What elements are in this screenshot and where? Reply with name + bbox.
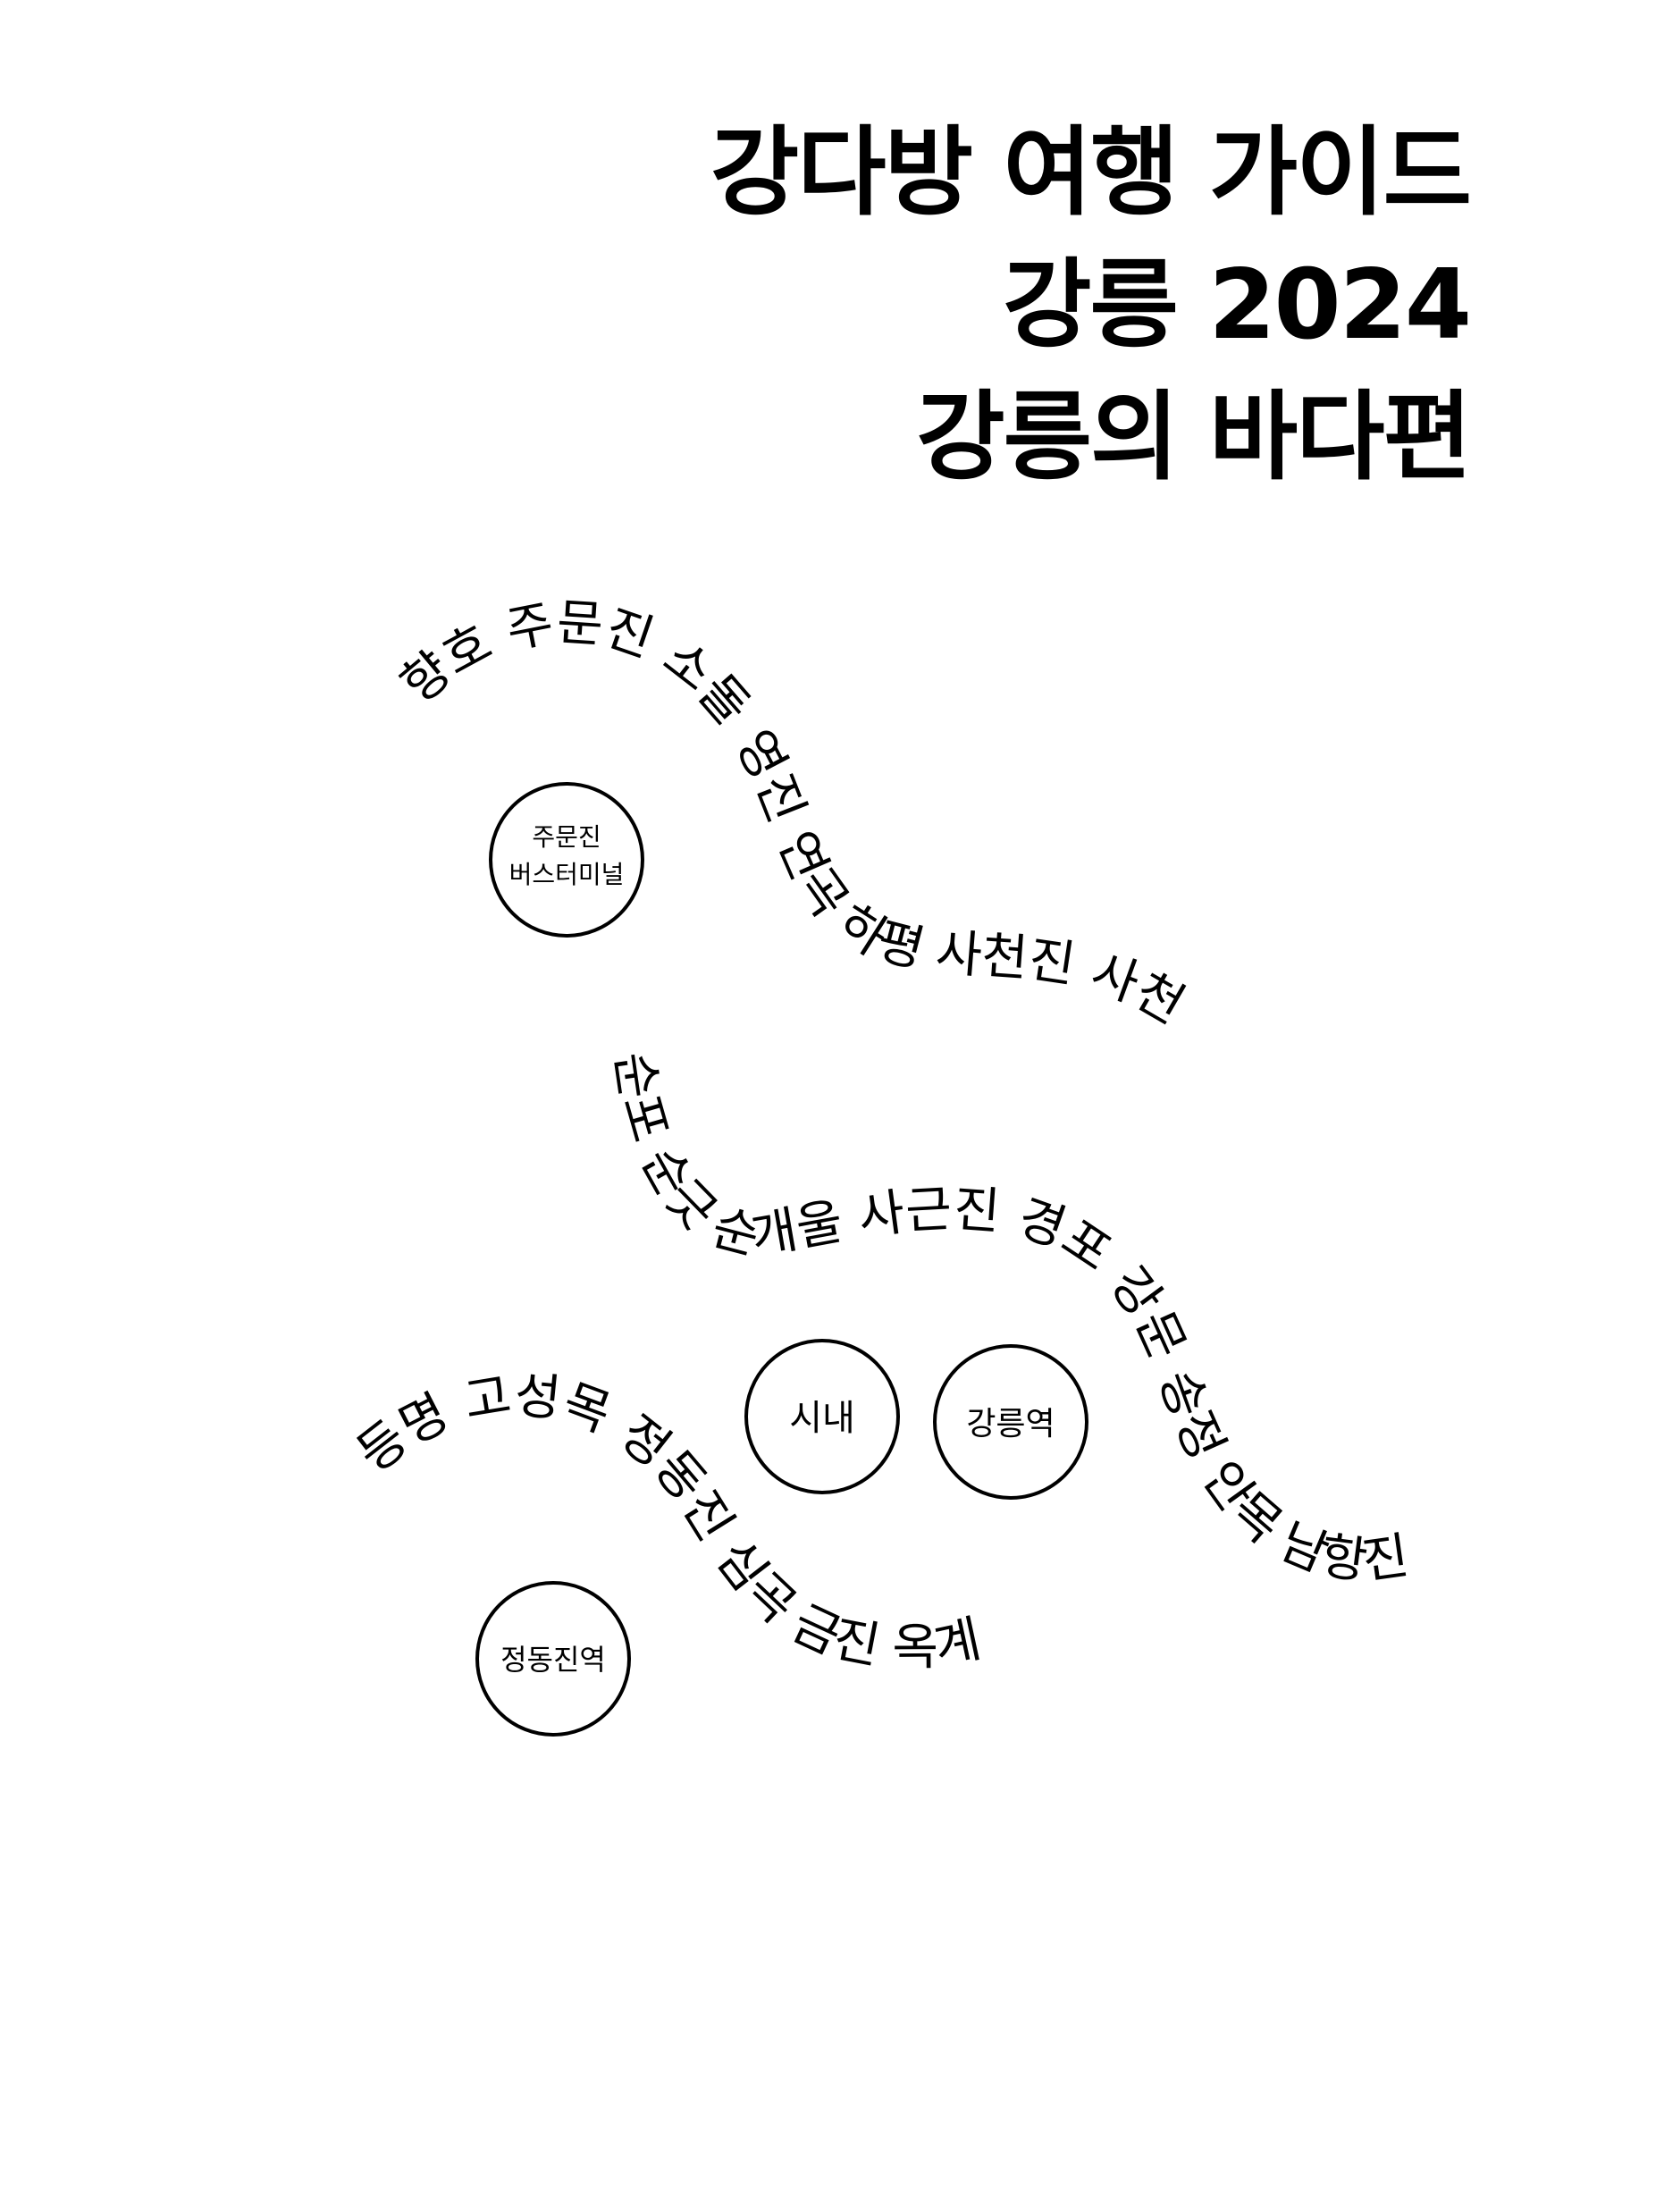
station-label: 시내 <box>789 1398 855 1439</box>
south-coast-route: 등명 고성목 정동진 심곡 금진 옥계 <box>347 1367 986 1677</box>
station-circle <box>933 1344 1088 1500</box>
title-line-2: 강릉 2024 <box>1003 249 1472 361</box>
north-coast-route: 향호 주문진 소돌 영진 연곡 하평 사천진 사천 <box>391 593 1194 1036</box>
station-label-line-1: 주문진 <box>532 822 601 852</box>
station-circle <box>744 1339 900 1494</box>
station-downtown: 시내 <box>744 1339 900 1494</box>
title-line-3: 강릉의 바다편 <box>916 382 1472 493</box>
north-coast-route-text: 향호 주문진 소돌 영진 연곡 하평 사천진 사천 <box>391 593 1194 1036</box>
station-jumunjin-bus-terminal: 주문진 버스터미널 <box>489 782 644 938</box>
station-gangneung: 강릉역 <box>933 1344 1088 1500</box>
station-label: 정동진역 <box>500 1643 606 1677</box>
station-circle <box>489 782 644 938</box>
title-block: 강다방 여행 가이드 강릉 2024 강릉의 바다편 <box>710 107 1472 504</box>
south-coast-route-text: 등명 고성목 정동진 심곡 금진 옥계 <box>347 1367 986 1677</box>
station-circle <box>475 1581 631 1737</box>
station-label: 강릉역 <box>966 1406 1055 1442</box>
title-line-1: 강다방 여행 가이드 <box>710 117 1472 229</box>
station-jeongdongjin: 정동진역 <box>475 1581 631 1737</box>
station-label-line-2: 버스터미널 <box>509 860 625 889</box>
